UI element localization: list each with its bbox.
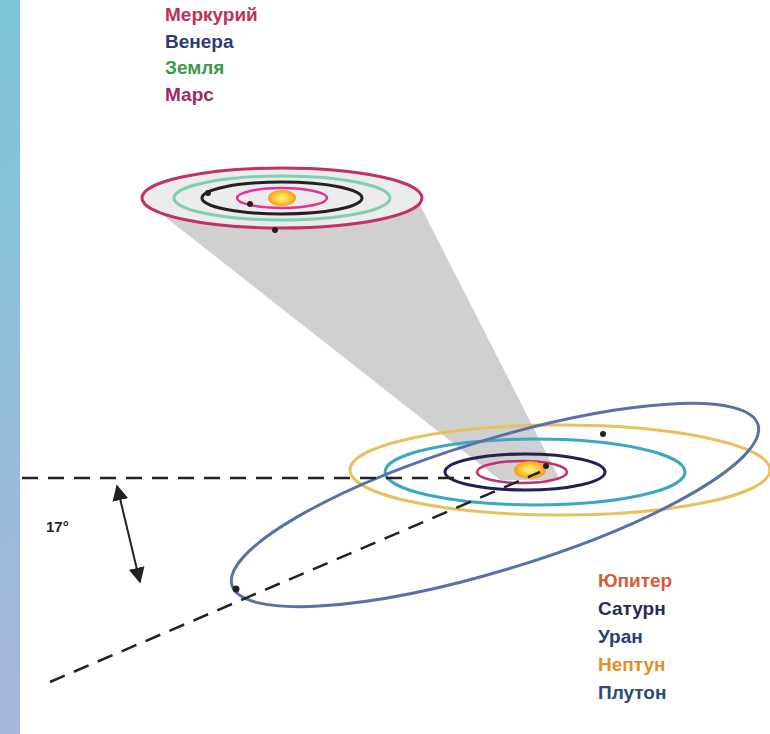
planet-name: Нептун <box>598 654 666 676</box>
planet-name: Юпитер <box>598 570 672 592</box>
planet-name: Меркурий <box>165 4 258 26</box>
planet-name: Уран <box>598 626 643 648</box>
planet-name: Земля <box>165 57 224 79</box>
planet-name: Плутон <box>598 682 666 704</box>
planet-name: Сатурн <box>598 598 666 620</box>
planet-name: Венера <box>165 31 234 53</box>
angle-label: 17° <box>46 516 69 538</box>
planet-name: Марс <box>165 84 214 106</box>
